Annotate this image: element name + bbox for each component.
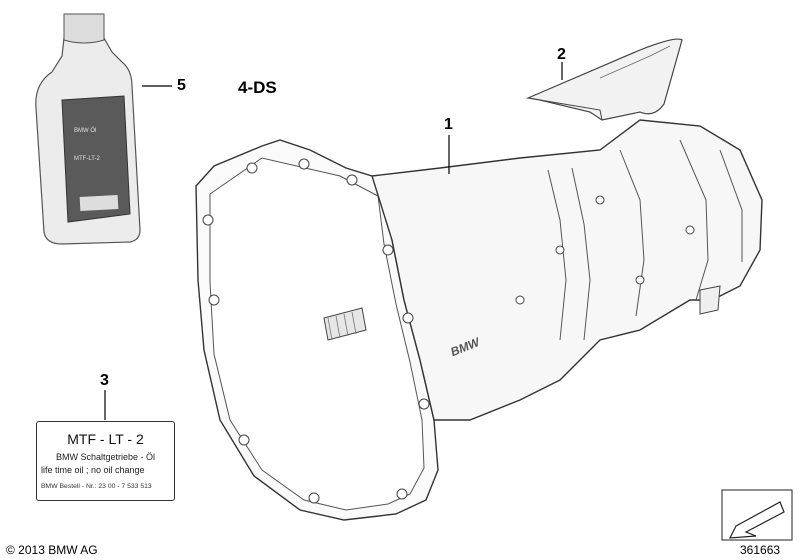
callout-3: 3 (100, 372, 109, 389)
oil-sticker[interactable]: MTF - LT - 2 BMW Schaltgetriebe - Öl lif… (36, 421, 175, 501)
arrow-icon (728, 501, 785, 539)
bottle-label-line-1: BMW Öl (74, 127, 96, 134)
variant-label: 4-DS (238, 78, 277, 97)
callout-5: 5 (177, 77, 186, 94)
callout-2: 2 (557, 46, 566, 63)
oil-bottle[interactable] (35, 13, 141, 245)
diagram-number-box (721, 489, 793, 541)
sticker-line-2: BMW Schaltgetriebe - Öl (55, 452, 156, 462)
callout-1: 1 (444, 116, 453, 133)
copyright: © 2013 BMW AG (6, 543, 98, 557)
sticker-line-3: life time oil ; no oil change (41, 465, 145, 475)
sticker-line-1: MTF - LT - 2 (67, 431, 144, 447)
bottle-label-line-2: MTF-LT-2 (74, 156, 101, 162)
diagram-number: 361663 (740, 543, 781, 557)
transmission-assembly[interactable] (195, 119, 763, 521)
cover-plate[interactable] (525, 38, 683, 121)
sticker-line-4: BMW Bestell - Nr.: 23 00 - 7 533 513 (41, 483, 152, 490)
